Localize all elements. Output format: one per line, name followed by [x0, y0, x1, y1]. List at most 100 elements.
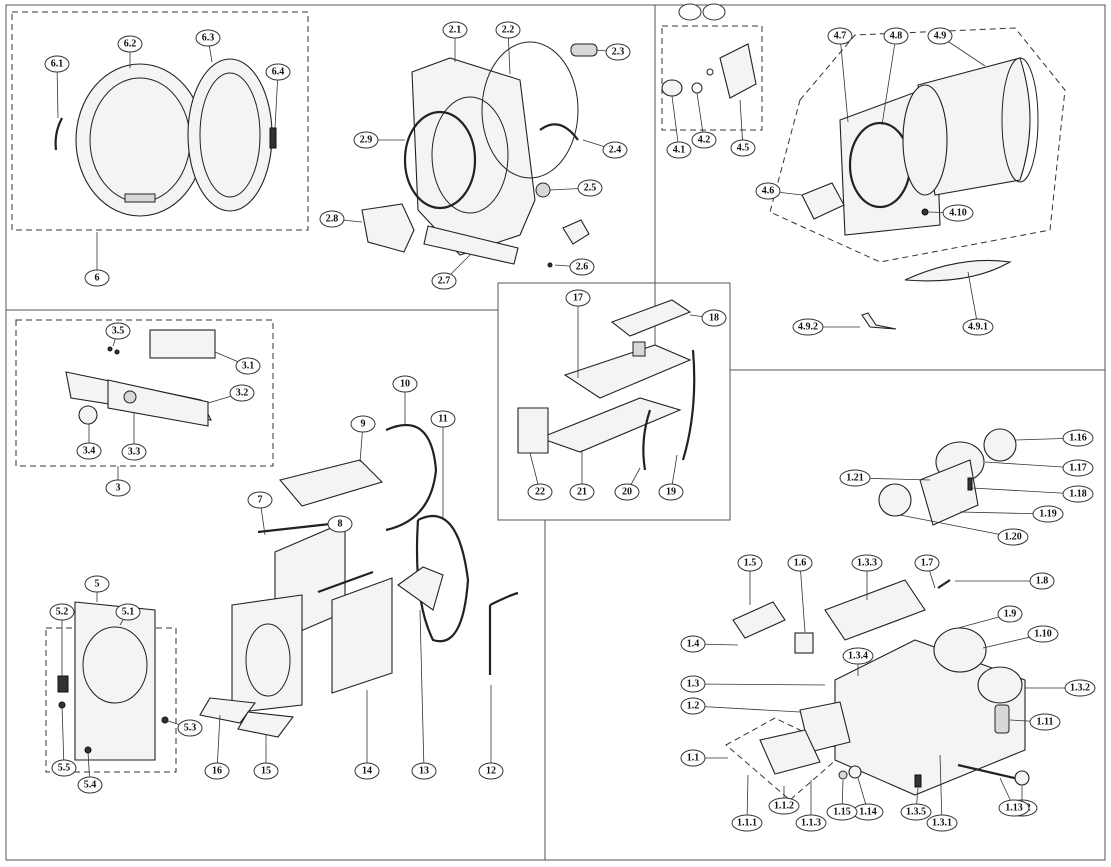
callout-label: 4.9: [934, 31, 947, 42]
callout-label: 3.2: [236, 388, 249, 399]
callout-label: 1.21: [846, 473, 864, 484]
callout-label: 4.2: [698, 135, 711, 146]
callout-bubble: [350, 415, 376, 433]
leader-line: [967, 271, 979, 328]
callout-label: 2.5: [584, 183, 597, 194]
callout-label: 1.3.4: [848, 651, 868, 662]
part-callout: 15: [253, 762, 279, 780]
drum-assembly: [661, 43, 1039, 330]
base-fan-housing: [933, 627, 987, 673]
part-callout: 2.7: [431, 272, 457, 290]
callout-bubble: [787, 554, 813, 572]
leader-line: [692, 705, 801, 713]
callout-label: 1.3.5: [906, 807, 926, 818]
callout-bubble: [666, 141, 692, 159]
callout-bubble: [842, 647, 874, 665]
callout-bubble: [602, 141, 628, 159]
callout-bubble: [44, 55, 70, 73]
callout-label: 1.4: [687, 639, 700, 650]
part-callout: 10: [392, 375, 418, 393]
part-callout: 12: [478, 762, 504, 780]
part-callout: 6: [84, 269, 110, 287]
part-callout: 1.11: [1029, 713, 1061, 731]
part-callout: 9: [350, 415, 376, 433]
callout-label: 1.15: [833, 807, 851, 818]
callout-bubble: [680, 675, 706, 693]
part-callout: 5.3: [177, 719, 203, 737]
drum-heater-module: [801, 182, 845, 220]
callout-label: 1.9: [1004, 609, 1017, 620]
part-callout: 1.18: [1062, 485, 1094, 503]
drain-cap: [1014, 770, 1030, 786]
control-dial: [123, 390, 137, 404]
part-callout: 5.5: [51, 759, 77, 777]
leader-line: [274, 71, 279, 129]
door-gasket: [403, 110, 477, 210]
callout-label: 4.9.1: [968, 322, 988, 333]
part-callout: 1.5: [737, 554, 763, 572]
drum-roller: [535, 182, 551, 198]
part-callout: 3.5: [105, 322, 131, 340]
callout-bubble: [605, 43, 631, 61]
control-knob: [78, 405, 98, 425]
part-callout: 4.8: [883, 27, 909, 45]
part-callout: 4.2: [691, 131, 717, 149]
callout-bubble: [105, 479, 131, 497]
callout-label: 4.6: [762, 186, 775, 197]
callout-bubble: [177, 719, 203, 737]
lower-strip: [423, 225, 519, 265]
callout-bubble: [84, 575, 110, 593]
frame-opening: [431, 96, 509, 214]
control-panel-box: [15, 319, 274, 467]
door-inner-frame: [187, 58, 273, 212]
fan-motor-assembly: [878, 428, 1017, 526]
callout-bubble: [495, 21, 521, 39]
heater-bracket: [732, 601, 786, 639]
water-tank: [563, 344, 692, 399]
leader-line: [56, 63, 59, 119]
leader-line: [216, 714, 221, 772]
door-latch: [269, 127, 277, 149]
base-impeller-housing: [977, 666, 1023, 704]
drum-lifter-clip: [861, 312, 897, 330]
callout-bubble: [998, 799, 1030, 817]
part-callout: 2.2: [495, 21, 521, 39]
callout-bubble: [926, 814, 958, 832]
callout-label: 1.3.2: [1070, 683, 1090, 694]
part-callout: 2.8: [319, 210, 345, 228]
sensor-wire: [488, 591, 519, 675]
control-board: [759, 729, 821, 775]
callout-bubble: [247, 491, 273, 509]
callout-label: 4.1: [673, 145, 686, 156]
callout-label: 1.1.3: [801, 818, 821, 829]
leader-line: [671, 95, 680, 151]
callout-label: 3.4: [83, 446, 96, 457]
leader-line: [839, 35, 849, 123]
callout-bubble: [527, 483, 553, 501]
fan-wheel-top: [983, 428, 1017, 462]
callout-bubble: [680, 635, 706, 653]
part-callout: 4.9.1: [962, 318, 994, 336]
door-handle: [124, 193, 156, 203]
front-frame-body: [411, 57, 536, 256]
callout-label: 2.9: [360, 135, 373, 146]
callout-bubble: [768, 797, 800, 815]
back-panel: [74, 601, 156, 761]
callout-bubble: [900, 803, 932, 821]
callout-label: 19: [666, 487, 676, 498]
callout-label: 1.18: [1069, 489, 1087, 500]
callout-label: 5.5: [58, 763, 71, 774]
callout-bubble: [115, 603, 141, 621]
callout-label: 1.19: [1039, 509, 1057, 520]
callout-label: 1.5: [744, 558, 757, 569]
callout-bubble: [792, 318, 824, 336]
callout-bubble: [411, 762, 437, 780]
leader-line: [881, 35, 897, 126]
callout-bubble: [927, 27, 953, 45]
part-callout: 5.4: [77, 776, 103, 794]
callout-bubble: [1062, 485, 1094, 503]
control-screw: [114, 349, 120, 355]
callout-bubble: [1062, 429, 1094, 447]
callout-label: 4.9.2: [798, 322, 818, 333]
drum-roller-shaft: [562, 219, 590, 245]
